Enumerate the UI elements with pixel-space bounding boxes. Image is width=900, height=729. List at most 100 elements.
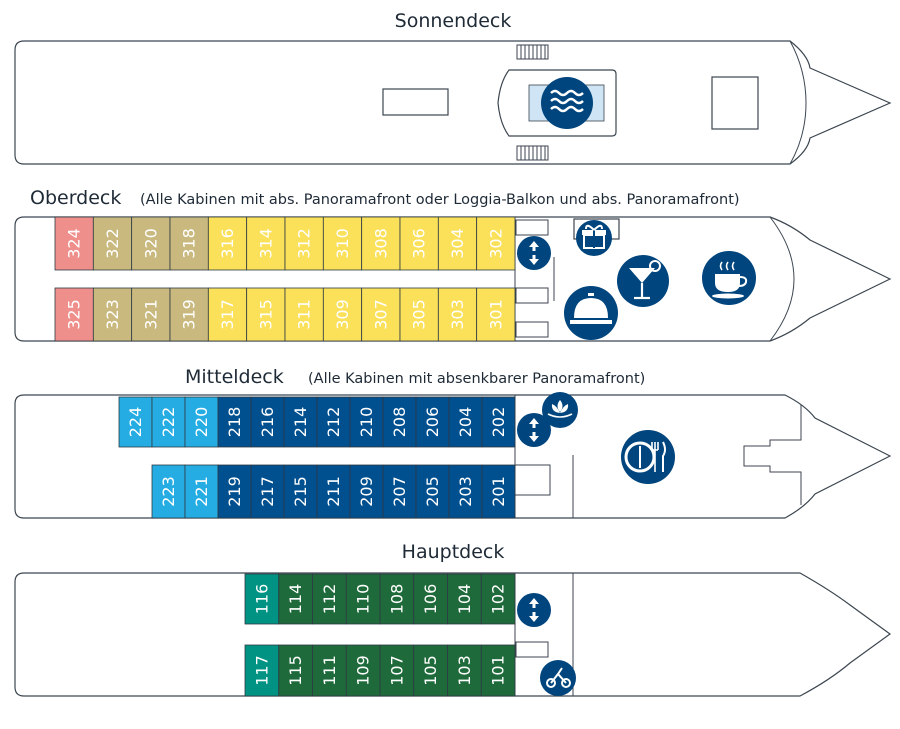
cabin-number: 210 (357, 407, 376, 438)
elevator-icon (517, 236, 551, 270)
cabin-310[interactable] (322, 216, 363, 271)
cabin-number: 209 (357, 476, 376, 507)
cabin-number: 308 (371, 228, 390, 259)
cabin-205[interactable] (415, 464, 450, 519)
cabin-223[interactable] (151, 464, 186, 519)
cabin-number: 112 (320, 584, 339, 615)
cabin-316[interactable] (207, 216, 248, 271)
cabin-number: 101 (489, 655, 508, 686)
cabin-219[interactable] (217, 464, 252, 519)
cabin-109[interactable] (345, 644, 381, 697)
cabin-218[interactable] (217, 396, 252, 448)
cabin-number: 215 (291, 476, 310, 507)
cabin-number: 103 (455, 655, 474, 686)
cabin-220[interactable] (184, 396, 219, 448)
cabin-number: 301 (486, 299, 505, 330)
cabin-number: 110 (354, 584, 373, 615)
cabin-number: 202 (489, 407, 508, 438)
cabin-number: 310 (333, 228, 352, 259)
cabin-number: 316 (218, 228, 237, 259)
cabin-311[interactable] (284, 287, 324, 342)
cabin-117[interactable] (244, 644, 280, 697)
cabin-111[interactable] (312, 644, 347, 697)
oberdeck-title: Oberdeck (30, 187, 121, 209)
sonnendeck (14, 40, 892, 165)
cabin-number: 302 (486, 228, 505, 259)
cabin-224[interactable] (118, 396, 153, 448)
stairs-ober-1 (515, 219, 549, 236)
cabin-number: 312 (295, 228, 314, 259)
cabin-number: 305 (410, 299, 429, 330)
cabin-number: 114 (286, 584, 305, 615)
cabin-203[interactable] (448, 464, 483, 519)
cabin-114[interactable] (278, 573, 313, 625)
cabin-number: 217 (258, 476, 277, 507)
cabin-321[interactable] (131, 287, 171, 342)
cabin-215[interactable] (283, 464, 318, 519)
cabin-105[interactable] (413, 644, 448, 697)
cabin-number: 105 (421, 655, 440, 686)
cabin-110[interactable] (345, 573, 381, 625)
cabin-318[interactable] (169, 216, 209, 271)
cabin-number: 109 (354, 655, 373, 686)
cabin-107[interactable] (379, 644, 415, 697)
cabin-211[interactable] (316, 464, 351, 519)
cabin-325[interactable] (54, 287, 94, 342)
cabin-number: 207 (390, 476, 409, 507)
cabin-202[interactable] (481, 396, 516, 448)
stairs-ober-3 (515, 321, 549, 338)
cabin-101[interactable] (480, 644, 516, 697)
cabin-number: 304 (448, 228, 467, 259)
cabin-number: 306 (410, 228, 429, 259)
spa-lotus-icon (542, 392, 578, 428)
cabin-323[interactable] (92, 287, 133, 342)
cabin-number: 303 (448, 299, 467, 330)
cabin-314[interactable] (246, 216, 286, 271)
cabin-115[interactable] (278, 644, 313, 697)
mitteldeck-note: (Alle Kabinen mit absenkbarer Panoramafr… (308, 371, 645, 387)
cabin-305[interactable] (399, 287, 439, 342)
cabin-number: 106 (421, 584, 440, 615)
cabin-221[interactable] (184, 464, 219, 519)
cabin-303[interactable] (437, 287, 478, 342)
cabin-320[interactable] (131, 216, 171, 271)
cabin-102[interactable] (480, 573, 516, 625)
cabin-number: 321 (141, 299, 160, 330)
cabin-315[interactable] (246, 287, 286, 342)
hauptdeck-cabins-port: 117 115 111 109 107 105 103 101 (244, 644, 516, 697)
sundeck-cabin-box (711, 76, 759, 130)
cabin-209[interactable] (349, 464, 384, 519)
cabin-number: 219 (225, 476, 244, 507)
cabin-112[interactable] (312, 573, 347, 625)
cabin-319[interactable] (169, 287, 209, 342)
cabin-108[interactable] (379, 573, 415, 625)
cabin-214[interactable] (283, 396, 318, 448)
cabin-104[interactable] (447, 573, 482, 625)
cabin-number: 102 (489, 584, 508, 615)
cabin-number: 111 (320, 655, 339, 686)
gift-shop-icon (576, 220, 612, 256)
cabin-312[interactable] (284, 216, 324, 271)
cabin-222[interactable] (151, 396, 186, 448)
cabin-number: 104 (455, 584, 474, 615)
cabin-309[interactable] (322, 287, 363, 342)
fitness-icon (540, 660, 576, 696)
reception-bell-icon (564, 286, 618, 340)
restaurant-icon (621, 430, 675, 484)
cabin-number: 309 (333, 299, 352, 330)
cabin-116[interactable] (244, 573, 280, 625)
cabin-301[interactable] (476, 287, 516, 342)
cabin-number: 201 (489, 476, 508, 507)
cabin-number: 218 (225, 407, 244, 438)
cabin-number: 115 (286, 655, 305, 686)
cabin-number: 117 (252, 655, 271, 686)
cabin-number: 206 (423, 407, 442, 438)
cabin-307[interactable] (361, 287, 401, 342)
cabin-number: 319 (180, 299, 199, 330)
cabin-106[interactable] (413, 573, 448, 625)
elevator-icon-hauptdeck (517, 593, 551, 627)
cabin-302[interactable] (476, 216, 516, 271)
cabin-201[interactable] (481, 464, 516, 519)
cabin-number: 107 (387, 655, 406, 686)
